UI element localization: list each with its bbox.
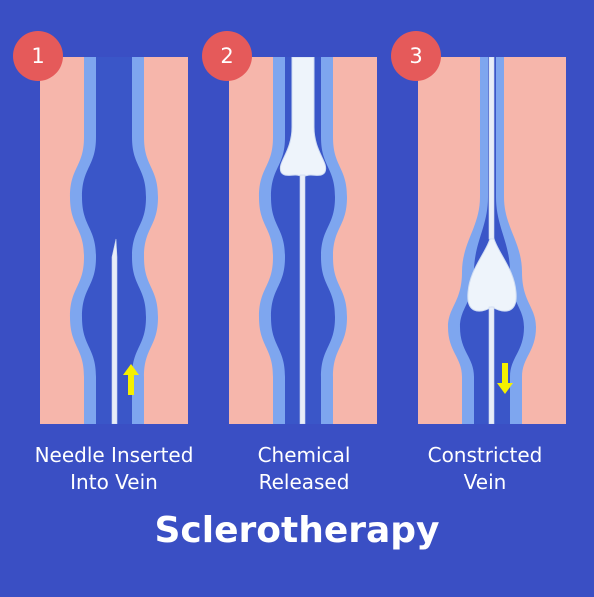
step-caption-2-line2: Released (258, 470, 350, 494)
panel-constricted-vein (418, 57, 566, 424)
needle (111, 238, 118, 424)
arrow-up-icon (123, 364, 139, 395)
step-caption-2: Chemical Released (209, 442, 399, 496)
step-caption-2-line1: Chemical (257, 443, 351, 467)
step-caption-3-line2: Vein (463, 470, 507, 494)
step-caption-1: Needle Inserted Into Vein (19, 442, 209, 496)
arrow-down-icon (497, 363, 513, 394)
vein-diagram-2 (259, 57, 347, 424)
needle-lower (488, 306, 495, 424)
step-badge-2: 2 (202, 31, 252, 81)
step-caption-1-line2: Into Vein (70, 470, 158, 494)
step-badge-1: 1 (13, 31, 63, 81)
panel-needle-inserted (40, 57, 188, 424)
step-badge-3: 3 (391, 31, 441, 81)
step-caption-3-line1: Constricted (427, 443, 543, 467)
diagram-title: Sclerotherapy (154, 510, 440, 551)
vein-diagram-3 (448, 57, 536, 424)
panel-chemical-released (229, 57, 377, 424)
vein-diagram-1 (70, 57, 158, 424)
step-caption-1-line1: Needle Inserted (34, 443, 194, 467)
needle (299, 174, 306, 424)
needle-upper (488, 57, 495, 240)
step-caption-3: Constricted Vein (390, 442, 580, 496)
